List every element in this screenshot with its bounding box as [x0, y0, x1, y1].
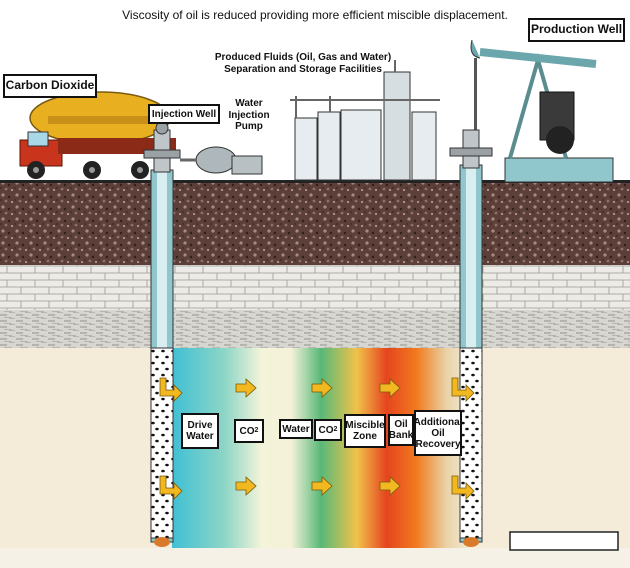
drive-water-line-2: Water [186, 431, 214, 442]
well-flow-arrow [451, 377, 475, 402]
water-injection-pump-line-3: Pump [235, 121, 263, 132]
injection-wellhead [143, 121, 181, 173]
produced-fluids-label: Produced Fluids (Oil, Gas and Water) Sep… [214, 52, 392, 75]
carbon-dioxide-label: Carbon Dioxide [3, 74, 97, 98]
oil-bank-label: Oil Bank [388, 414, 414, 446]
topsoil-layer [0, 183, 630, 265]
well-flow-arrow [159, 377, 183, 402]
production-well-label: Production Well [528, 18, 625, 42]
water-injection-pump-line-2: Injection [228, 109, 270, 121]
water-label: Water [279, 419, 313, 439]
produced-fluids-line-2: Separation and Storage Facilities [224, 63, 382, 75]
additional-oil-recovery-label: Additional Oil Recovery [414, 410, 462, 456]
pump-jack [470, 39, 614, 183]
empty-label-box [509, 531, 619, 551]
flow-arrow [379, 476, 401, 496]
flow-arrow [311, 476, 333, 496]
limestone-layer [0, 265, 630, 310]
co2-label-1-sub: 2 [254, 427, 259, 435]
flow-arrow [311, 378, 333, 398]
base-layer [0, 548, 630, 568]
additional-oil-recovery-line-1: Additional [413, 416, 463, 428]
water-injection-pump-label: Water Injection Pump [226, 98, 272, 133]
flow-arrows [159, 377, 475, 500]
flow-arrow [235, 476, 257, 496]
miscible-zone-label: Miscible Zone [344, 414, 386, 448]
miscible-zone-line-2: Zone [353, 431, 377, 442]
drive-water-label: Drive Water [181, 413, 219, 449]
co2-label-1-base: CO [239, 425, 255, 437]
storage-facilities [290, 60, 440, 181]
oil-bank-line-1: Oil [394, 419, 408, 430]
produced-fluids-line-1: Produced Fluids (Oil, Gas and Water) [214, 52, 392, 63]
diagram-title: Viscosity of oil is reduced providing mo… [122, 8, 508, 22]
co2-label-2-base: CO [318, 424, 334, 436]
well-flow-arrow [159, 475, 183, 500]
water-injection-pump-machine [180, 146, 263, 175]
co2-label-2-sub: 2 [333, 426, 338, 434]
well-flow-arrow [451, 475, 475, 500]
ground-surface-line [0, 180, 630, 183]
flow-arrow [379, 378, 401, 398]
additional-oil-recovery-line-2: Oil [431, 427, 445, 439]
miscible-zone-line-1: Miscible [345, 420, 385, 431]
shale-layer [0, 310, 630, 348]
water-injection-pump-line-1: Water [235, 98, 263, 109]
flow-arrow [235, 378, 257, 398]
oil-bank-line-2: Bank [388, 430, 414, 441]
drive-water-line-1: Drive [187, 420, 213, 431]
additional-oil-recovery-line-3: Recovery [415, 438, 461, 450]
injection-well-label: Injection Well [148, 104, 220, 124]
production-wellhead [449, 129, 493, 169]
co2-tanker-truck [19, 91, 176, 179]
